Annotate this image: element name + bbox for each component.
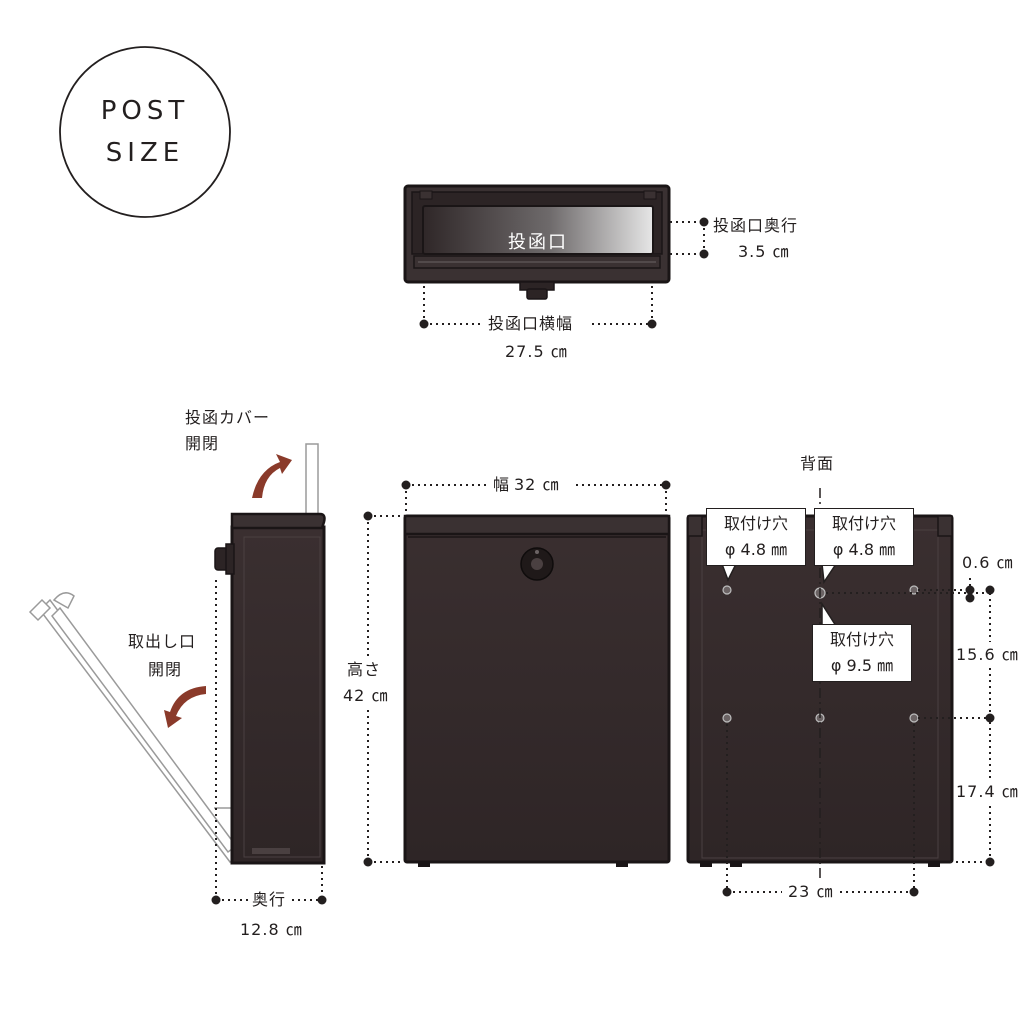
back-dim-top: 0.6 ㎝	[962, 553, 1014, 572]
back-dim-width: 23 ㎝	[788, 882, 834, 901]
badge-circle	[59, 46, 231, 218]
slot-width-value: 27.5 ㎝	[505, 342, 568, 361]
mount-hole	[722, 585, 732, 595]
side-view-dimensions	[215, 580, 323, 901]
callout-hole-right: 取付け穴 φ 4.8 ㎜	[814, 508, 914, 566]
slot-label: 投函口	[508, 232, 568, 253]
slot-depth-label: 投函口奥行	[713, 216, 799, 235]
front-width-label: 幅	[493, 475, 511, 494]
callout-hole-left-title: 取付け穴	[723, 514, 788, 533]
slot-depth-value: 3.5 ㎝	[738, 242, 790, 261]
front-view-dimensions	[367, 484, 667, 863]
back-view-dim-dots	[722, 585, 995, 897]
slot-width-label: 投函口横幅	[488, 314, 574, 333]
callout-hole-left: 取付け穴 φ 4.8 ㎜	[706, 508, 806, 566]
front-height-label: 高さ	[347, 660, 382, 679]
cover-arrow-icon	[252, 454, 292, 498]
callout-hole-right-title: 取付け穴	[831, 514, 896, 533]
cover-label-line1: 投函カバー	[185, 408, 271, 427]
side-depth-label: 奥行	[252, 890, 287, 909]
outlet-label-line2: 開閉	[148, 660, 183, 679]
mount-hole	[722, 713, 732, 723]
callout-hole-left-size: φ 4.8 ㎜	[724, 540, 788, 559]
back-dim-mid: 15.6 ㎝	[956, 645, 1019, 664]
front-height-value: 42 ㎝	[343, 686, 389, 705]
front-view	[403, 514, 671, 867]
side-view	[28, 443, 326, 865]
back-view-dimensions	[726, 578, 991, 893]
top-view-dim-dots	[419, 217, 709, 329]
callout-hole-center: 取付け穴 φ 9.5 ㎜	[812, 624, 912, 682]
side-view-dim-dots	[211, 895, 327, 905]
back-title: 背面	[800, 454, 835, 473]
outlet-arrow-icon	[164, 686, 206, 728]
front-view-dim-dots	[363, 480, 671, 867]
cover-label-line2: 開閉	[185, 434, 220, 453]
callout-hole-center-title: 取付け穴	[829, 630, 894, 649]
top-view-dimensions	[423, 221, 705, 325]
callout-hole-center-size: φ 9.5 ㎜	[830, 656, 894, 675]
top-view	[403, 184, 671, 300]
badge-title-line1: POST	[100, 96, 190, 126]
mount-hole	[909, 713, 919, 723]
callout-hole-right-size: φ 4.8 ㎜	[832, 540, 896, 559]
outlet-label-line1: 取出し口	[128, 632, 197, 651]
badge-title-line2: SIZE	[105, 138, 185, 168]
side-depth-value: 12.8 ㎝	[240, 920, 303, 939]
front-width-value: 32 ㎝	[514, 475, 560, 494]
back-dim-bottom: 17.4 ㎝	[956, 782, 1019, 801]
